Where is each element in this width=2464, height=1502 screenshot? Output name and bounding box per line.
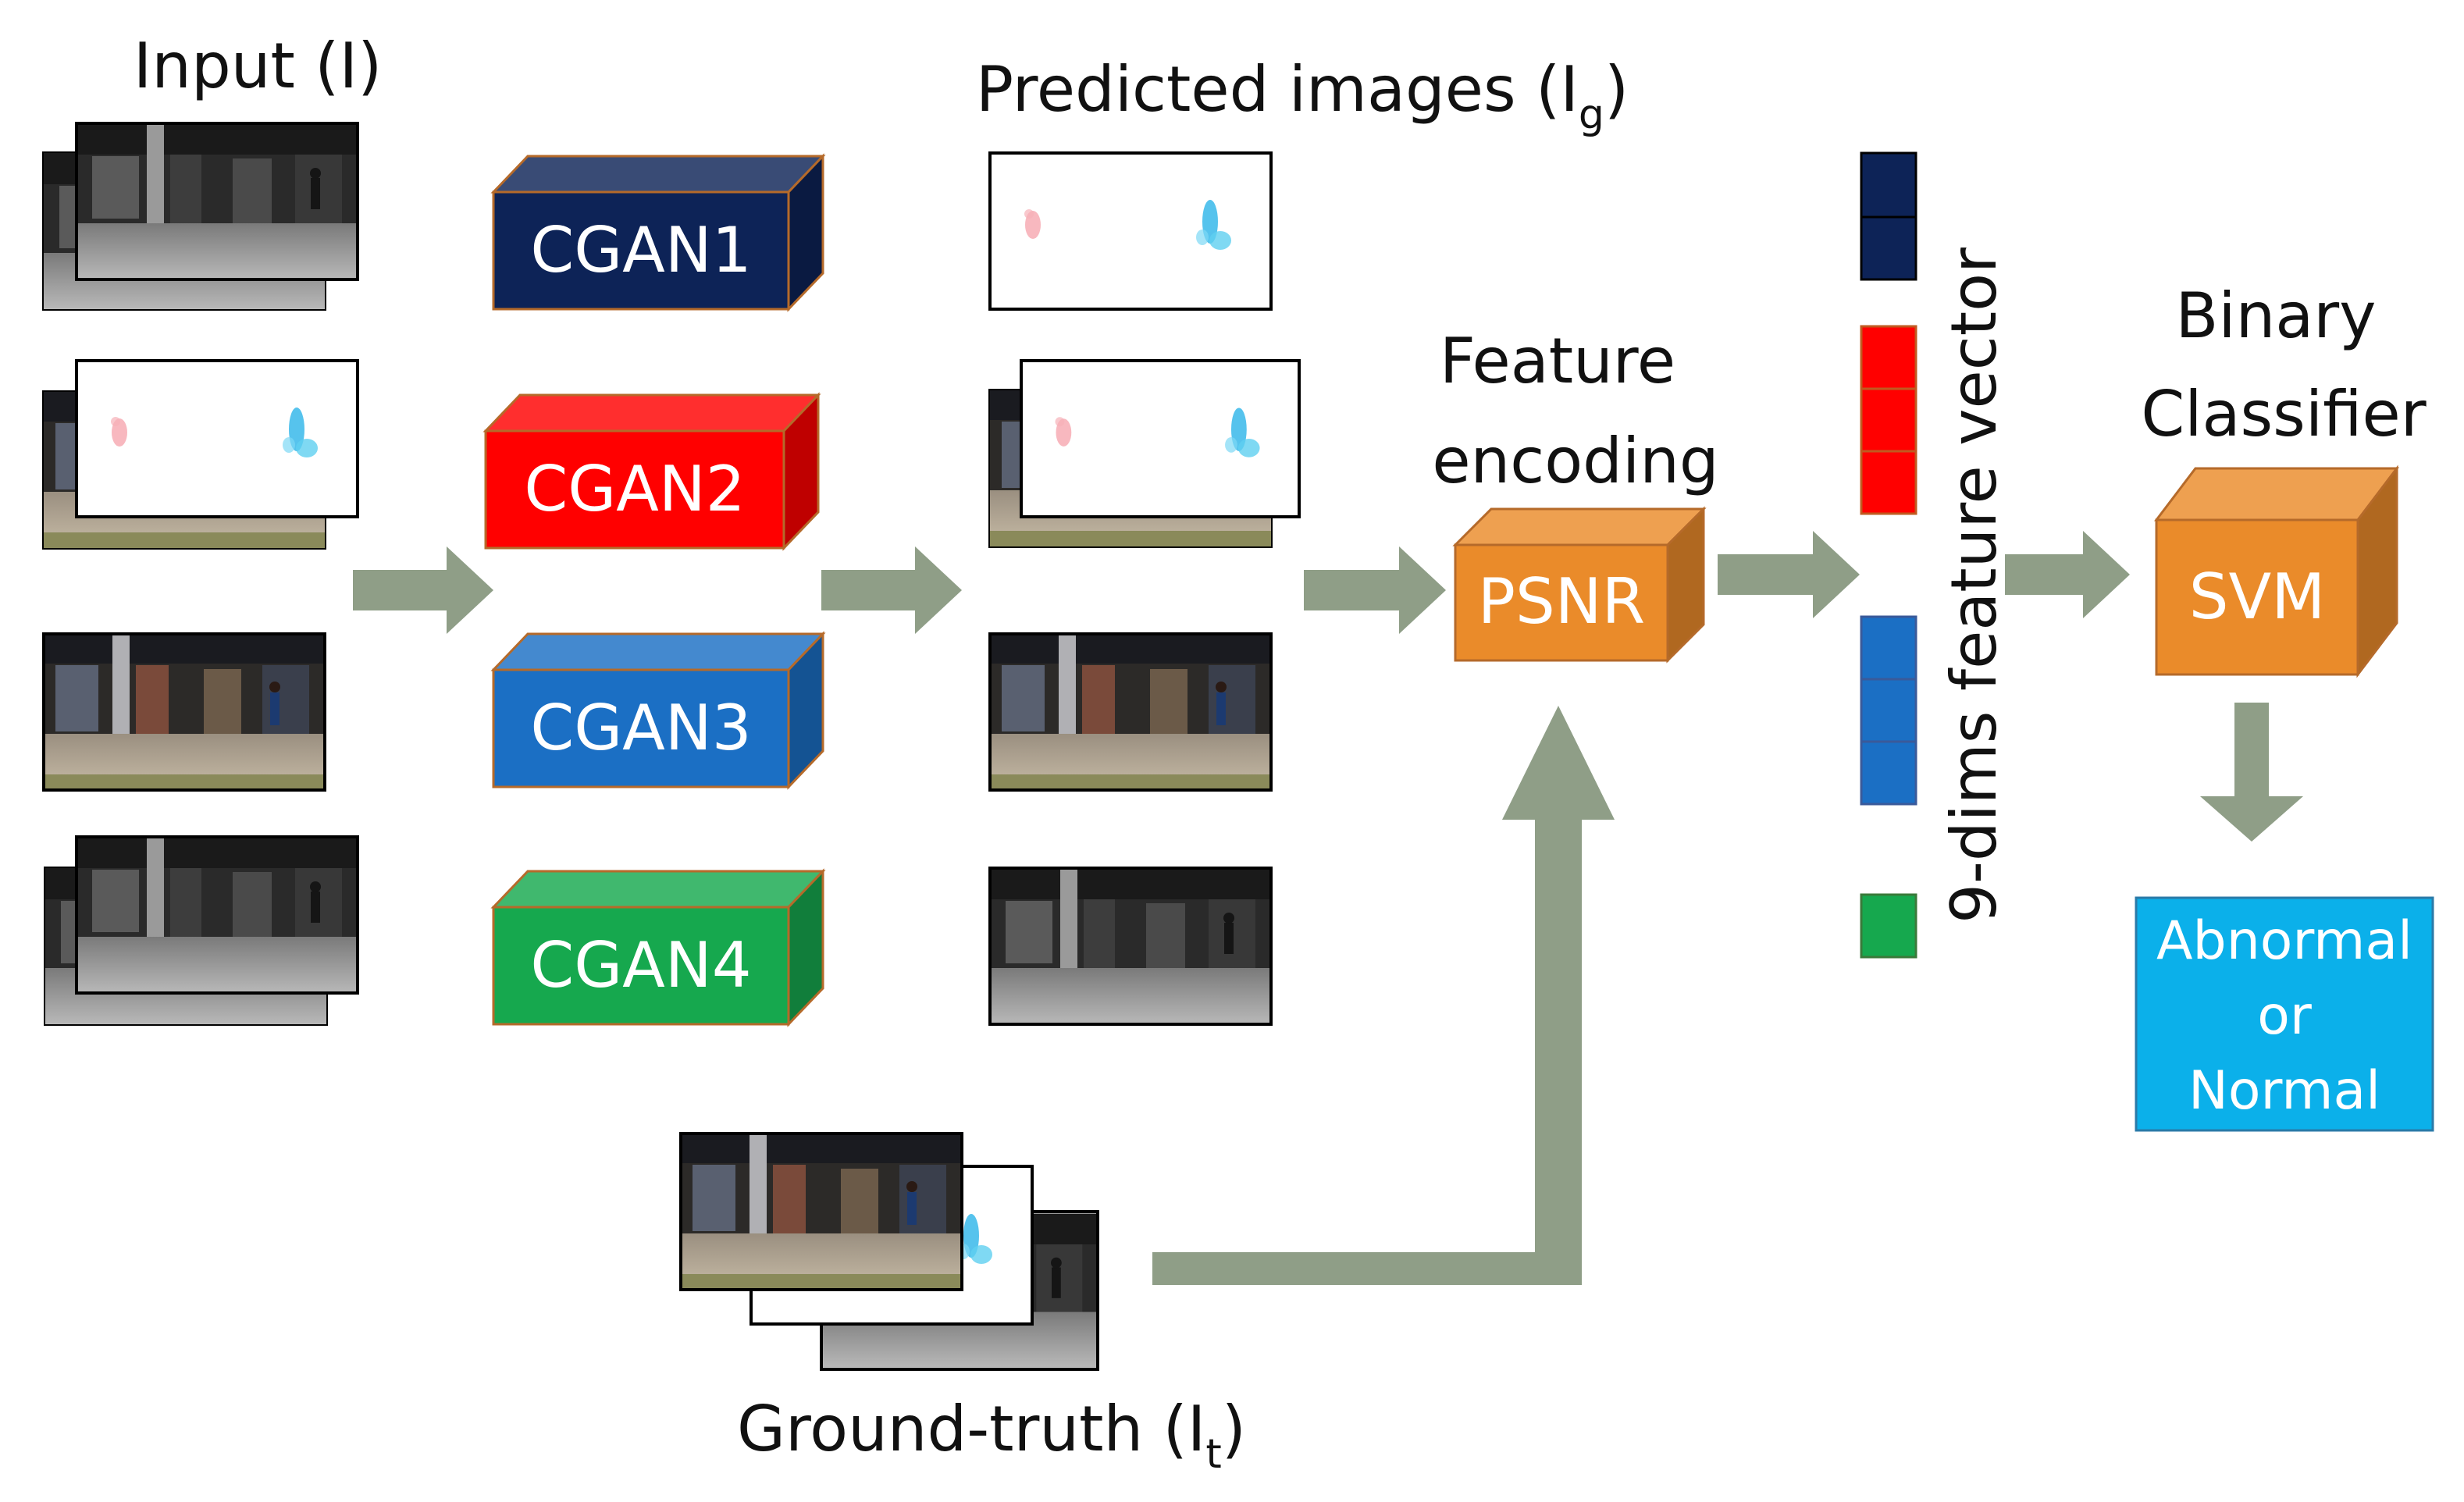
binary-classifier-label-line1: Binary <box>2175 279 2376 352</box>
arrow-ground-truth-to-psnr <box>1152 706 1615 1285</box>
arrow-input-to-cgan <box>353 546 493 634</box>
predicted-stack-2 <box>988 359 1301 548</box>
cgan4-label: CGAN4 <box>530 929 751 1002</box>
cgan1-front <box>492 190 790 311</box>
arrow-psnr-to-vector <box>1718 531 1860 618</box>
feature-encoding-label-line1: Feature <box>1440 325 1675 397</box>
cgan1-label: CGAN1 <box>530 214 751 287</box>
binary-classifier-label-line2: Classifier <box>2141 378 2426 450</box>
cgan4-top <box>490 870 826 909</box>
predicted-images-label: Predicted images (Ig) <box>976 53 1629 138</box>
arrow-predicted-to-psnr <box>1304 546 1446 634</box>
cgan3-top <box>490 632 826 671</box>
feature-cell-8 <box>1860 740 1917 806</box>
cgan4-front <box>492 906 790 1026</box>
psnr-label: PSNR <box>1478 565 1645 638</box>
feature-encoding-label-line2: encoding <box>1432 425 1718 497</box>
input-frame-3 <box>42 632 326 792</box>
output-box: Abnormal or Normal <box>2135 896 2434 1132</box>
cgan2-label: CGAN2 <box>524 453 745 525</box>
cgan3-label: CGAN3 <box>530 692 751 764</box>
output-label-line3: Normal <box>2188 1060 2380 1122</box>
feature-cell-2 <box>1860 215 1917 281</box>
feature-vector-label: 9-dims feature vector <box>1938 247 2010 924</box>
psnr-front <box>1454 543 1669 662</box>
output-label-line1: Abnormal <box>2156 910 2412 972</box>
predicted-frame-4 <box>988 867 1273 1026</box>
svm-box: SVM <box>2153 464 2400 678</box>
feature-cell-5 <box>1860 450 1917 515</box>
output-label-line2: or <box>2257 985 2312 1047</box>
output-rect <box>2135 896 2434 1132</box>
feature-cell-7 <box>1860 678 1917 743</box>
ground-truth-stack <box>679 1132 1099 1371</box>
arrow-cgan-to-predicted <box>821 546 962 634</box>
predicted-frame-1 <box>988 151 1273 311</box>
ground-truth-label: Ground-truth (It) <box>737 1393 1246 1478</box>
psnr-top <box>1452 507 1707 546</box>
cgan2-front <box>484 429 785 550</box>
feature-cell-9 <box>1860 893 1917 959</box>
svm-top <box>2153 467 2400 521</box>
feature-cell-4 <box>1860 387 1917 453</box>
svm-front <box>2155 518 2359 676</box>
input-stack-4 <box>44 835 359 1026</box>
feature-cell-6 <box>1860 615 1917 681</box>
feature-cell-1 <box>1860 151 1917 219</box>
feature-vector <box>1860 151 1917 959</box>
input-stack-1 <box>42 122 359 311</box>
input-stack-2 <box>42 359 359 550</box>
cgan2-top <box>482 393 821 432</box>
predicted-frame-3 <box>988 632 1273 792</box>
cgan1-top <box>490 155 826 194</box>
arrow-vector-to-svm <box>2005 531 2130 618</box>
arrow-svm-to-output <box>2200 703 2303 842</box>
cgan1-box: CGAN1 <box>490 153 826 312</box>
svm-label: SVM <box>2189 561 2326 633</box>
feature-cell-3 <box>1860 325 1917 390</box>
input-label: Input (I) <box>134 30 383 102</box>
cgan3-box: CGAN3 <box>490 631 826 790</box>
psnr-box: PSNR <box>1452 506 1707 664</box>
cgan4-box: CGAN4 <box>490 868 826 1027</box>
cgan3-front <box>492 668 790 788</box>
cgan2-box: CGAN2 <box>482 392 821 551</box>
